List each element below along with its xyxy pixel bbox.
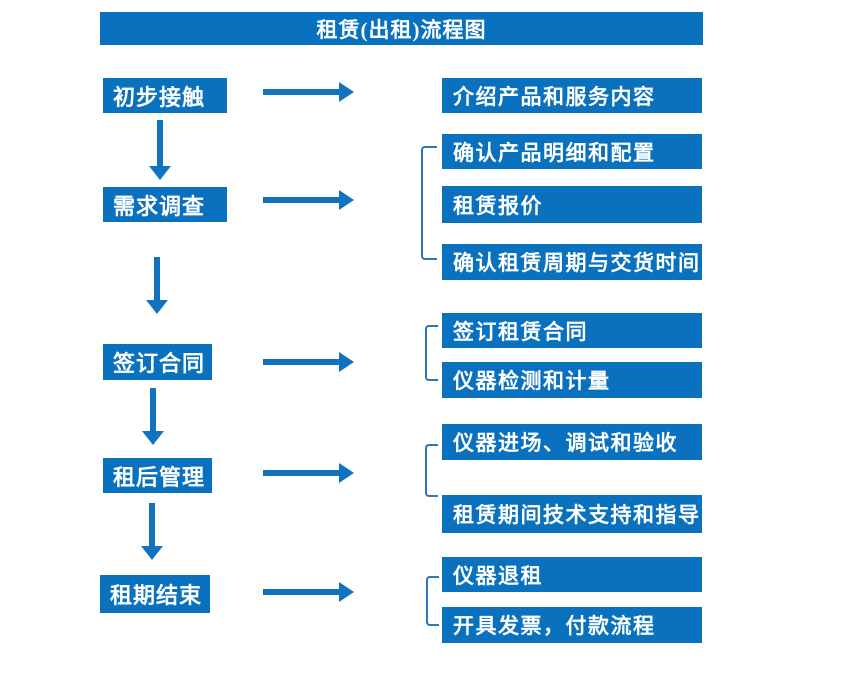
right-arrow-icon <box>263 352 354 372</box>
step-box-sign-contract: 签订合同 <box>103 344 212 380</box>
detail-box: 仪器检测和计量 <box>442 362 702 398</box>
right-arrow-icon <box>263 190 354 210</box>
detail-box: 签订租赁合同 <box>442 313 702 348</box>
group-bracket-sign-contract <box>425 325 438 381</box>
down-arrow-icon <box>149 120 171 180</box>
group-bracket-rental-end <box>426 576 439 626</box>
detail-box: 租赁期间技术支持和指导 <box>442 495 702 533</box>
step-box-demand-survey: 需求调查 <box>103 187 227 222</box>
detail-box: 开具发票，付款流程 <box>442 607 702 643</box>
step-box-post-rental-mgmt: 租后管理 <box>103 458 212 493</box>
detail-box: 确认产品明细和配置 <box>442 134 702 169</box>
step-box-rental-end: 租期结束 <box>100 575 210 613</box>
right-arrow-icon <box>263 582 354 602</box>
down-arrow-icon <box>141 503 163 560</box>
detail-box: 仪器进场、调试和验收 <box>442 424 702 460</box>
detail-box: 介绍产品和服务内容 <box>442 78 702 113</box>
detail-box: 租赁报价 <box>442 186 702 223</box>
detail-box: 仪器退租 <box>442 557 702 592</box>
group-bracket-post-rental-mgmt <box>425 444 438 497</box>
down-arrow-icon <box>146 257 168 314</box>
right-arrow-icon <box>263 463 354 483</box>
detail-box: 确认租赁周期与交货时间 <box>442 244 702 280</box>
flowchart-title: 租赁(出租)流程图 <box>100 12 703 45</box>
right-arrow-icon <box>263 82 354 102</box>
group-bracket-demand-survey <box>421 146 437 260</box>
down-arrow-icon <box>142 388 164 445</box>
step-box-initial-contact: 初步接触 <box>103 78 227 113</box>
